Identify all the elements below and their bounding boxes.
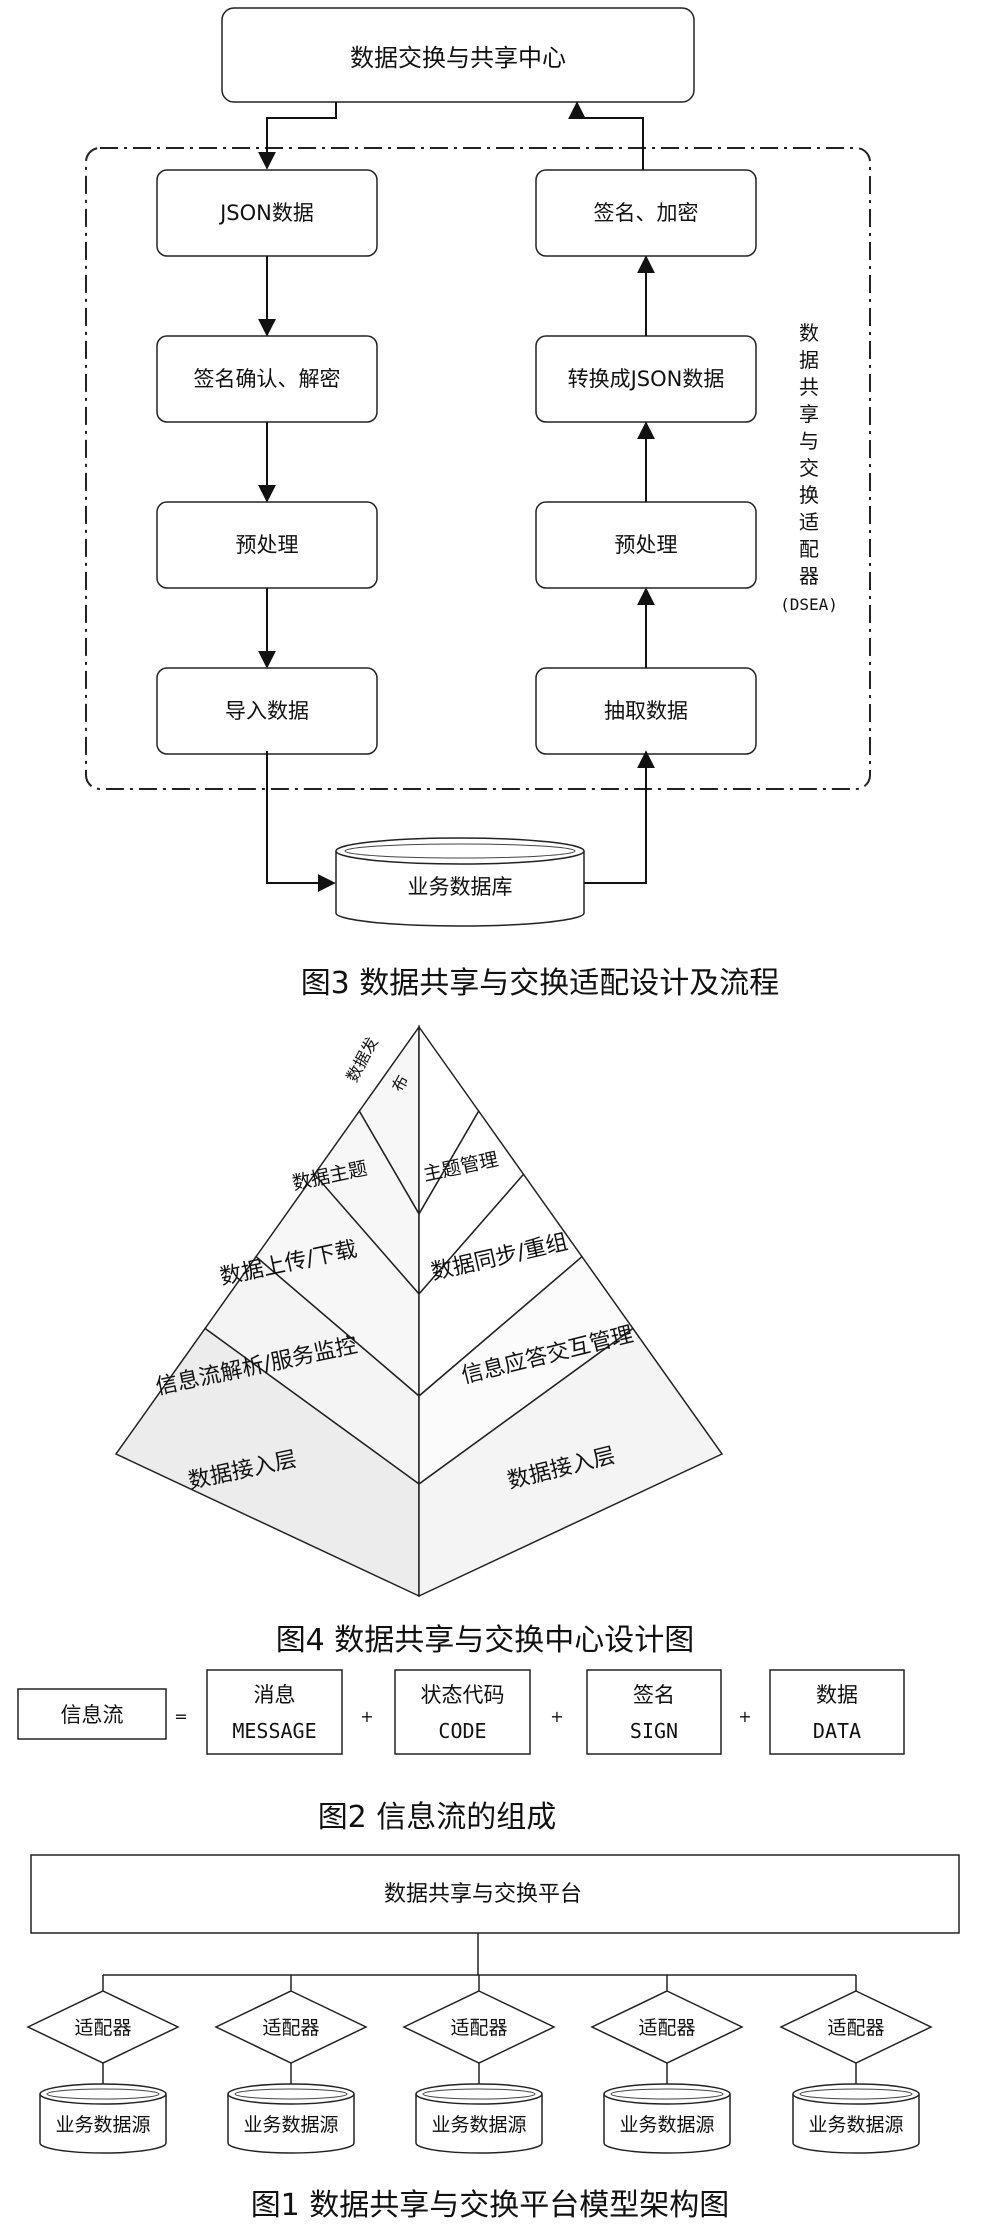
platform-box	[30, 1854, 960, 1934]
info-part-cn: 消息	[254, 1683, 296, 1707]
info-part-box	[394, 1669, 531, 1755]
info-flow-parts: 消息 MESSAGE 状态代码 CODE 签名 SIGN 数据 DATA + + +	[206, 1669, 905, 1755]
business-source-label: 业务数据源	[431, 2114, 526, 2136]
adapter-label: 适配器	[74, 2017, 131, 2039]
info-part-cn: 数据	[816, 1683, 858, 1707]
figure-4: 数据发数据主题数据上传/下载信息流解析/服务监控数据接入层布主题管理数据同步/重…	[114, 1024, 724, 1658]
right-steps-label: 签名、加密	[594, 201, 699, 225]
info-part-box	[206, 1669, 343, 1755]
info-part-en: DATA	[813, 1719, 861, 1743]
equals-sign: =	[174, 1707, 187, 1726]
figure-2: 信息流 = 消息 MESSAGE 状态代码 CODE 签名 SIGN 数据 DATA + + + 图…	[17, 1669, 905, 1835]
database-label: 业务数据库	[408, 875, 513, 899]
adapter-vertical-label: 数据共享与交换适配器	[799, 321, 819, 588]
info-part-en: SIGN	[630, 1719, 678, 1743]
plus-sign: +	[550, 1707, 563, 1726]
left-steps-label: 签名确认、解密	[194, 367, 341, 391]
arrow-import-to-db	[266, 751, 336, 892]
info-part-en: MESSAGE	[232, 1719, 316, 1743]
pyramid-right-label: 布	[388, 1072, 412, 1095]
arrow-db-to-extract	[584, 750, 655, 884]
business-source: 业务数据源	[39, 2083, 167, 2154]
info-part-en: CODE	[438, 1719, 486, 1743]
business-source-label: 业务数据源	[808, 2114, 903, 2136]
exchange-center-box	[221, 7, 695, 103]
pyramid	[114, 1024, 724, 1598]
adapter-label: 适配器	[450, 2017, 507, 2039]
adapter-label: 适配器	[262, 2017, 319, 2039]
business-database: 业务数据库	[335, 837, 585, 927]
right-steps-label: 预处理	[615, 533, 678, 557]
info-part-cn: 状态代码	[421, 1683, 505, 1707]
left-steps-label: JSON数据	[218, 201, 314, 225]
figure-1-caption: 图1 数据共享与交换平台模型架构图	[251, 2188, 730, 2223]
info-part-cn: 签名	[633, 1683, 675, 1707]
plus-sign: +	[360, 1707, 373, 1726]
business-source-label: 业务数据源	[619, 2114, 714, 2136]
info-flow-label: 信息流	[61, 1703, 124, 1727]
left-steps-label: 导入数据	[225, 699, 309, 723]
plus-sign: +	[738, 1707, 751, 1726]
pyramid-left-label: 数据发	[342, 1034, 381, 1085]
figure-2-caption: 图2 信息流的组成	[318, 1800, 557, 1835]
business-source: 业务数据源	[227, 2083, 355, 2154]
adapter-label: 适配器	[638, 2017, 695, 2039]
business-source: 业务数据源	[415, 2083, 543, 2154]
right-steps-label: 转换成JSON数据	[568, 367, 725, 391]
info-part-box	[586, 1669, 722, 1755]
business-source-label: 业务数据源	[55, 2114, 150, 2136]
adapter-boundary	[85, 147, 871, 790]
pyramid-right-face	[418, 1327, 724, 1598]
platform-label: 数据共享与交换平台	[384, 1882, 582, 1907]
info-part-box	[769, 1669, 905, 1755]
right-steps-label: 抽取数据	[604, 699, 688, 723]
business-source: 业务数据源	[792, 2083, 920, 2154]
adapter-abbreviation: (DSEA)	[780, 595, 838, 614]
exchange-center-label: 数据交换与共享中心	[350, 44, 566, 72]
figure-1: 数据共享与交换平台 适配器业务数据源适配器业务数据源适配器业务数据源适配器业务数…	[26, 1854, 960, 2223]
business-source-label: 业务数据源	[243, 2114, 338, 2136]
business-source: 业务数据源	[603, 2083, 731, 2154]
left-steps-label: 预处理	[236, 533, 299, 557]
figure-4-caption: 图4 数据共享与交换中心设计图	[276, 1623, 695, 1658]
arrow-center-to-json	[258, 102, 337, 170]
arrow-encrypt-to-center	[568, 101, 644, 170]
figure-3-caption: 图3 数据共享与交换适配设计及流程	[301, 966, 780, 1001]
adapter-label: 适配器	[827, 2017, 884, 2039]
info-flow-box	[17, 1688, 167, 1740]
